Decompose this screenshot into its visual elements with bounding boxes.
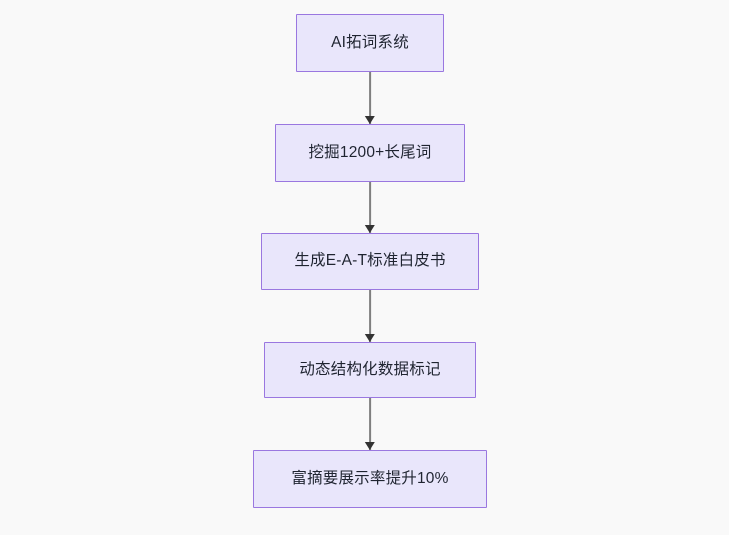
edge-line <box>369 398 371 450</box>
arrowhead-icon <box>364 225 375 233</box>
flow-node-label: 挖掘1200+长尾词 <box>308 143 432 161</box>
flow-node-dynamic-structured-data-markup[interactable]: 动态结构化数据标记 <box>264 342 476 398</box>
flow-node-label: 富摘要展示率提升10% <box>291 469 449 487</box>
arrowhead-icon <box>364 442 375 450</box>
flow-node-generate-eat-whitepaper[interactable]: 生成E-A-T标准白皮书 <box>261 233 479 290</box>
flow-node-mine-longtail-keywords[interactable]: 挖掘1200+长尾词 <box>275 124 465 182</box>
flow-node-label: AI拓词系统 <box>331 33 409 51</box>
edge-line <box>369 290 371 342</box>
arrowhead-icon <box>364 116 375 124</box>
flow-node-label: 生成E-A-T标准白皮书 <box>294 252 446 270</box>
edge-line <box>369 182 371 233</box>
flow-node-ai-keyword-system[interactable]: AI拓词系统 <box>296 14 444 72</box>
arrowhead-icon <box>364 334 375 342</box>
flow-node-label: 动态结构化数据标记 <box>299 360 441 378</box>
flow-node-rich-snippet-impression-lift[interactable]: 富摘要展示率提升10% <box>253 450 487 508</box>
edge-line <box>369 72 371 124</box>
